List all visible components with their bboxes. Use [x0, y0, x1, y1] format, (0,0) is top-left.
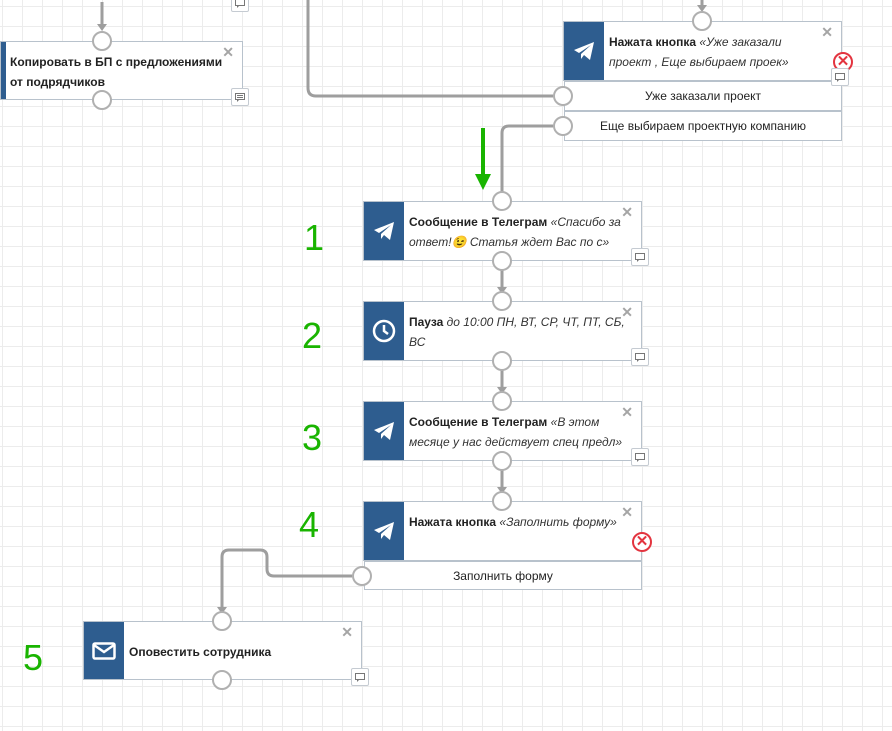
input-port[interactable]	[692, 11, 712, 31]
button-pressed-block[interactable]: Нажата кнопка «Уже заказали проект , Еще…	[563, 21, 842, 81]
block-detail: «Уже заказали проект , Еще выбираем прое…	[609, 35, 789, 69]
comment-icon[interactable]	[231, 88, 249, 106]
comment-icon[interactable]	[831, 68, 849, 86]
block-title: Пауза	[409, 315, 444, 329]
button-option-ordered[interactable]: Уже заказали проект	[564, 81, 842, 111]
clock-icon	[364, 302, 404, 360]
input-port[interactable]	[492, 391, 512, 411]
error-circle-icon[interactable]: ✕	[632, 532, 652, 552]
step-number-5: 5	[23, 637, 44, 678]
comment-icon[interactable]	[631, 448, 649, 466]
input-port[interactable]	[212, 611, 232, 631]
block-accent	[1, 42, 6, 99]
close-icon[interactable]: ✕	[621, 404, 633, 420]
block-text: Оповестить сотрудника	[129, 642, 345, 662]
block-text: Сообщение в Телеграм «Спасибо за ответ!😉…	[409, 212, 625, 252]
comment-icon[interactable]	[231, 0, 249, 12]
block-text: Сообщение в Телеграм «В этом месяце у на…	[409, 412, 625, 452]
wire-button-to-msg1	[500, 124, 553, 192]
arrowhead	[697, 5, 707, 12]
block-title: Оповестить сотрудника	[129, 645, 272, 659]
close-icon[interactable]: ✕	[621, 304, 633, 320]
block-text: Пауза до 10:00 ПН, ВТ, СР, ЧТ, ПТ, СБ, В…	[409, 312, 625, 352]
input-port[interactable]	[492, 491, 512, 511]
close-icon[interactable]: ✕	[821, 24, 833, 40]
block-title: Сообщение в Телеграм	[409, 415, 548, 429]
output-port[interactable]	[553, 86, 573, 106]
envelope-icon	[84, 622, 124, 679]
block-text: Нажата кнопка «Уже заказали проект , Еще…	[609, 32, 825, 72]
green-pointer-arrow	[475, 128, 491, 190]
input-port[interactable]	[92, 31, 112, 51]
paper-plane-icon	[564, 22, 604, 80]
button-option-fill-form[interactable]: Заполнить форму	[364, 561, 642, 590]
step-number-2: 2	[302, 315, 323, 356]
step-number-3: 3	[302, 417, 323, 458]
output-port[interactable]	[492, 251, 512, 271]
close-icon[interactable]: ✕	[621, 204, 633, 220]
paper-plane-icon	[364, 402, 404, 460]
comment-icon[interactable]	[631, 248, 649, 266]
input-port[interactable]	[492, 291, 512, 311]
arrowhead	[97, 24, 107, 31]
arrowhead	[497, 387, 507, 394]
block-detail: до 10:00 ПН, ВТ, СР, ЧТ, ПТ, СБ, ВС	[409, 315, 625, 349]
paper-plane-icon	[364, 202, 404, 260]
block-title: Копировать в БП с предложениями от подря…	[10, 55, 223, 89]
arrowhead	[497, 487, 507, 494]
arrowhead	[497, 287, 507, 294]
close-icon[interactable]: ✕	[222, 44, 234, 60]
block-detail: «Заполнить форму»	[499, 515, 617, 529]
output-port[interactable]	[492, 451, 512, 471]
wire-left-loop	[306, 0, 553, 98]
step-number-1: 1	[304, 217, 325, 258]
block-title: Нажата кнопка	[409, 515, 497, 529]
button-option-choosing[interactable]: Еще выбираем проектную компанию	[564, 111, 842, 141]
output-port[interactable]	[92, 90, 112, 110]
step-number-4: 4	[299, 504, 320, 545]
output-port[interactable]	[553, 116, 573, 136]
output-port[interactable]	[492, 351, 512, 371]
block-text: Нажата кнопка «Заполнить форму»	[409, 512, 625, 532]
close-icon[interactable]: ✕	[341, 624, 353, 640]
block-title: Нажата кнопка	[609, 35, 697, 49]
comment-icon[interactable]	[351, 668, 369, 686]
output-port[interactable]	[212, 670, 232, 690]
input-port[interactable]	[492, 191, 512, 211]
block-detail: «Спасибо за ответ!😉 Статья ждет Вас по с…	[409, 215, 621, 249]
output-port[interactable]	[352, 566, 372, 586]
button-pressed-block[interactable]: Нажата кнопка «Заполнить форму» ✕	[363, 501, 642, 561]
copy-bp-block[interactable]: Копировать в БП с предложениями от подря…	[0, 41, 243, 100]
close-icon[interactable]: ✕	[621, 504, 633, 520]
arrowhead	[217, 607, 227, 614]
wire-form-notify	[220, 548, 352, 612]
comment-icon[interactable]	[631, 348, 649, 366]
paper-plane-icon	[364, 502, 404, 560]
block-title: Сообщение в Телеграм	[409, 215, 548, 229]
block-detail: «В этом месяце у нас действует спец пред…	[409, 415, 623, 449]
